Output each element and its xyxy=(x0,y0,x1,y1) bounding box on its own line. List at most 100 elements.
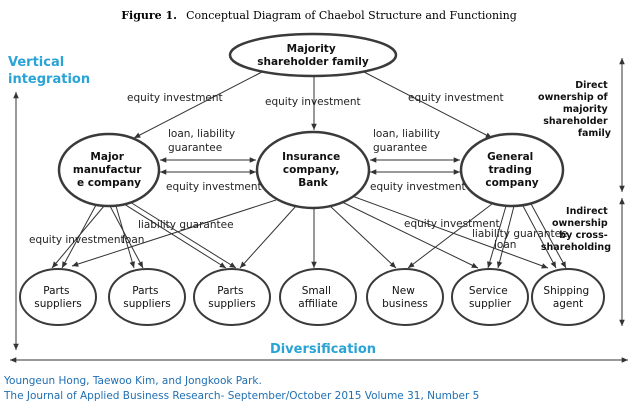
leaf-7-line-1: Shipping xyxy=(543,285,589,297)
svg-text:General trading co: General trading company xyxy=(485,151,538,189)
label-loan-right-2: guarantee xyxy=(373,142,427,154)
side-direct-1: Direct xyxy=(575,80,608,91)
label-loan-low-left: loan xyxy=(122,234,144,246)
edge-ins-leaf7 xyxy=(351,195,549,269)
vertical-axis-line-1: Vertical xyxy=(8,55,64,70)
side-note-indirect: Indirect ownership by cross- shareholdin… xyxy=(541,206,611,253)
label-equity-low-right: equity investment xyxy=(404,218,500,230)
label-loan-right-1: loan, liability xyxy=(373,128,440,140)
label-liability-left: liability guarantee xyxy=(138,219,234,231)
vertical-axis-line-2: integration xyxy=(8,72,90,87)
node-insurance-line-1: Insurance xyxy=(282,151,340,163)
svg-text:Parts suppliers: Parts suppliers xyxy=(208,285,256,310)
side-direct-5: family xyxy=(578,128,612,139)
label-equity-left: equity investment xyxy=(127,92,223,104)
svg-text:Service supplier: Service supplier xyxy=(469,285,512,310)
edge-trd-leaf7 xyxy=(521,203,557,269)
edge-ins-leaf6 xyxy=(341,201,479,269)
leaf-2-line-2: suppliers xyxy=(123,298,171,310)
side-indirect-1: Indirect xyxy=(566,206,608,217)
label-loan-right: loan, liability guarantee xyxy=(373,128,443,154)
label-loan-left-1: loan, liability xyxy=(168,128,235,140)
edge-trd-leaf5 xyxy=(407,203,493,269)
citation: Youngeun Hong, Taewoo Kim, and Jongkook … xyxy=(3,375,479,402)
label-equity-mid-left: equity investment xyxy=(166,181,262,193)
node-trading: General trading company xyxy=(459,132,565,208)
leaf-5-line-2: business xyxy=(382,298,428,310)
cross-edges xyxy=(160,157,460,175)
node-manufacturer-line-1: Major xyxy=(90,151,124,163)
leaf-nodes: Parts suppliers Parts suppliers Parts su… xyxy=(19,268,605,326)
svg-text:Insurance company,: Insurance company, Bank xyxy=(282,151,344,189)
edge-mfr-leaf2 xyxy=(109,205,144,269)
side-direct-2: ownership of xyxy=(538,92,609,103)
node-manufacturer: Major manufactur e company xyxy=(57,132,161,208)
svg-text:Shipping agent: Shipping agent xyxy=(543,285,592,310)
figure-label: Figure 1. xyxy=(121,9,177,22)
edge-ins-leaf1 xyxy=(71,199,277,267)
label-loan-left-2: guarantee xyxy=(168,142,222,154)
svg-text:Parts suppliers: Parts suppliers xyxy=(123,285,171,310)
svg-text:Small affiliate: Small affiliate xyxy=(298,285,337,310)
citation-line-2: The Journal of Applied Business Research… xyxy=(3,390,479,402)
leaf-1-line-2: suppliers xyxy=(34,298,82,310)
node-insurance-line-2: company, xyxy=(283,164,339,176)
svg-text:New business: New business xyxy=(382,285,428,310)
vertical-axis-label: Vertical integration xyxy=(8,55,90,87)
label-equity-center: equity investment xyxy=(265,96,361,108)
edge-labels: equity investment equity investment equi… xyxy=(29,92,568,251)
leaf-3-line-2: suppliers xyxy=(208,298,256,310)
figure-title-text: Conceptual Diagram of Chaebol Structure … xyxy=(186,9,517,22)
label-equity-right: equity investment xyxy=(408,92,504,104)
edge-trd-leaf6b xyxy=(496,205,515,269)
figure-title: Figure 1. Conceptual Diagram of Chaebol … xyxy=(121,4,517,23)
node-manufacturer-line-2: manufactur xyxy=(73,164,142,176)
leaf-parts-suppliers-1: Parts suppliers xyxy=(19,268,97,326)
leaf-4-line-1: Small xyxy=(302,285,331,297)
horizontal-axis-label: Diversification xyxy=(270,342,376,357)
svg-text:Parts suppliers: Parts suppliers xyxy=(34,285,82,310)
edge-ins-leaf3 xyxy=(239,205,297,269)
node-trading-line-2: trading xyxy=(488,164,531,176)
family-edges xyxy=(133,71,493,139)
leaf-parts-suppliers-2: Parts suppliers xyxy=(108,268,186,326)
node-insurance: Insurance company, Bank xyxy=(255,130,371,210)
leaf-7-line-2: agent xyxy=(553,298,583,310)
side-indirect-4: shareholding xyxy=(541,242,611,253)
side-indirect-2: ownership xyxy=(552,218,608,229)
edge-mfr-leaf3b xyxy=(129,201,237,269)
leaf-2-line-1: Parts xyxy=(132,285,158,297)
leaf-6-line-2: supplier xyxy=(469,298,512,310)
node-family: Majority shareholder family xyxy=(228,32,398,78)
side-direct-4: shareholder xyxy=(543,116,608,127)
citation-line-1: Youngeun Hong, Taewoo Kim, and Jongkook … xyxy=(3,375,262,387)
node-trading-line-1: General xyxy=(487,151,533,163)
label-equity-low-left: equity investment xyxy=(29,234,125,246)
leaf-parts-suppliers-3: Parts suppliers xyxy=(193,268,271,326)
edge-trd-leaf6 xyxy=(487,205,507,269)
label-loan-low-right: loan xyxy=(494,239,516,251)
edge-family-manufacturer xyxy=(133,71,263,139)
leaf-4-line-2: affiliate xyxy=(298,298,337,310)
leaf-small-affiliate: Small affiliate xyxy=(279,268,357,326)
label-equity-mid-right: equity investment xyxy=(370,181,466,193)
leaf-shipping-agent: Shipping agent xyxy=(531,268,605,326)
node-manufacturer-line-3: e company xyxy=(77,177,141,189)
edge-mfr-leaf3 xyxy=(123,203,227,269)
svg-text:Major manufactur e: Major manufactur e company xyxy=(73,151,145,189)
leaf-1-line-1: Parts xyxy=(43,285,69,297)
leaf-5-line-1: New xyxy=(392,285,415,297)
leaf-3-line-1: Parts xyxy=(217,285,243,297)
leaf-new-business: New business xyxy=(366,268,444,326)
edge-family-trading xyxy=(363,71,493,139)
svg-text:Majority shareholder fam: Majority shareholder family xyxy=(257,43,369,68)
edge-trd-leaf7b xyxy=(529,201,567,269)
label-loan-left: loan, liability guarantee xyxy=(168,128,238,154)
node-family-line-2: shareholder family xyxy=(257,56,369,68)
label-liability-low-right: liability guarantee xyxy=(472,228,568,240)
leaf-service-supplier: Service supplier xyxy=(451,268,529,326)
node-trading-line-3: company xyxy=(485,177,538,189)
node-family-line-1: Majority xyxy=(287,43,336,55)
side-direct-3: majority xyxy=(563,104,609,115)
